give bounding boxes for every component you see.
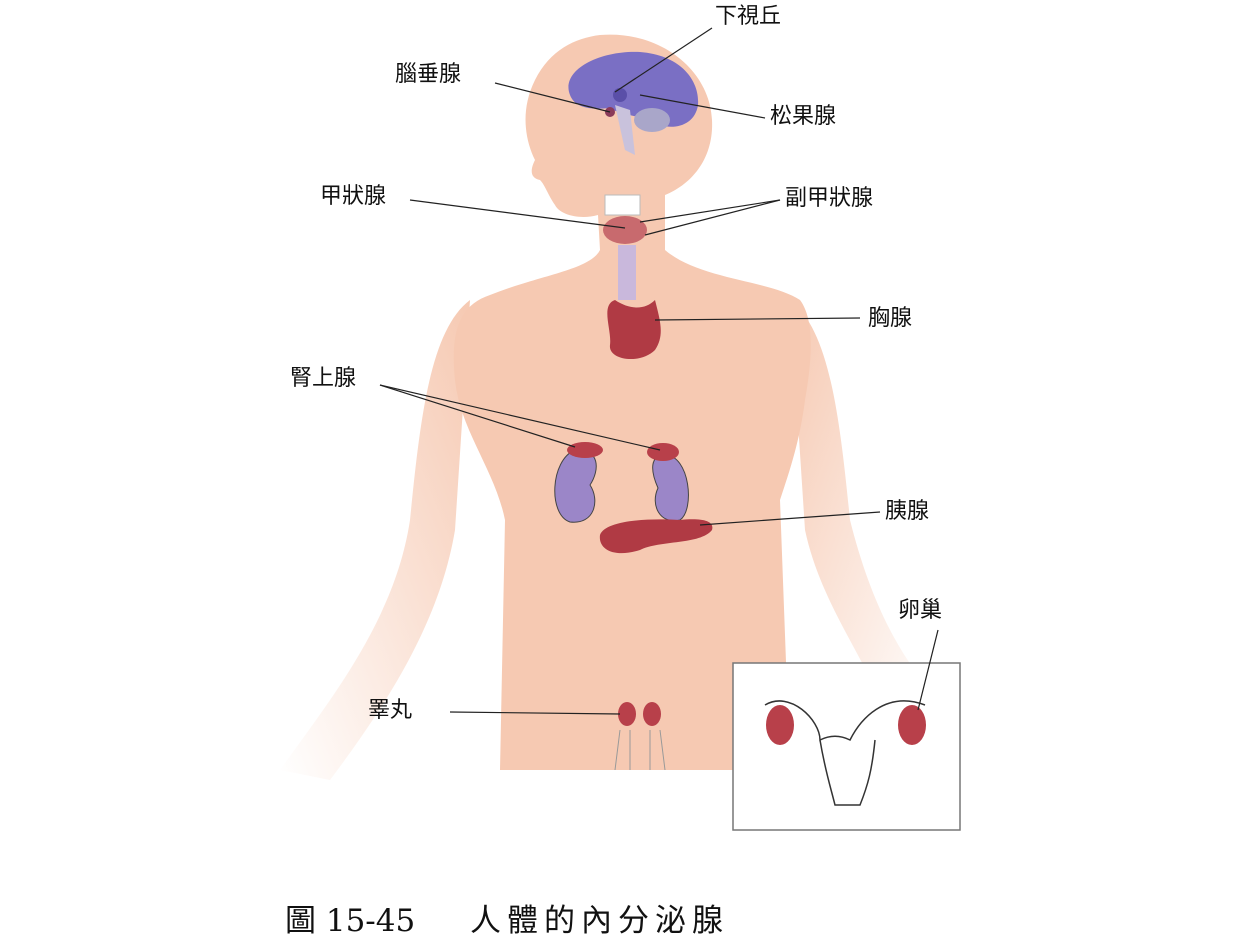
brain: [568, 51, 699, 127]
label-testis: 睪丸: [368, 698, 413, 723]
right-arm: [790, 300, 940, 720]
thymus-gland: [607, 300, 661, 360]
label-hypothalamus: 下視丘: [715, 4, 782, 29]
label-pituitary: 腦垂腺: [395, 62, 462, 87]
label-adrenal: 腎上腺: [290, 366, 357, 391]
left-arm: [280, 300, 470, 780]
label-thyroid: 甲狀腺: [320, 184, 387, 209]
left-adrenal: [567, 442, 603, 458]
left-kidney: [554, 449, 597, 523]
figure-title: 人體的內分泌腺: [470, 903, 729, 939]
thyroid-gland: [603, 216, 647, 244]
label-ovary: 卵巢: [898, 598, 943, 623]
pancreas: [599, 519, 713, 554]
label-pancreas: 胰腺: [885, 499, 930, 524]
label-parathyroid: 副甲狀腺: [785, 186, 874, 211]
left-ovary: [766, 705, 794, 745]
right-adrenal: [647, 443, 679, 461]
uterus-outline: [764, 700, 926, 806]
label-thymus: 胸腺: [868, 306, 913, 331]
body-silhouette: [453, 34, 811, 770]
label-pineal: 松果腺: [770, 104, 837, 129]
figure-number: 圖 15-45: [285, 903, 416, 939]
right-ovary: [898, 705, 926, 745]
left-testis: [618, 702, 636, 726]
leader-lines: [379, 27, 939, 715]
right-testis: [643, 702, 661, 726]
ovary-inset-box: [732, 662, 961, 831]
right-kidney: [652, 454, 689, 522]
